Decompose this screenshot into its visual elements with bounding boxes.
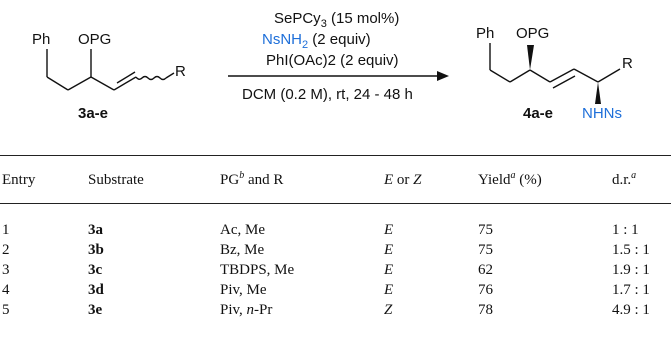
header-pg-r: PGb and R bbox=[220, 170, 283, 190]
table-row: 1 3a Ac, Me E 75 1 : 1 bbox=[0, 220, 671, 240]
product-r: R bbox=[622, 55, 633, 72]
header-ez: E or Z bbox=[384, 172, 422, 188]
header-yield-unit: (%) bbox=[519, 172, 542, 188]
product-nhns: NHNs bbox=[582, 105, 622, 122]
header-dr-text: d.r. bbox=[612, 172, 632, 188]
header-and-r: and R bbox=[247, 172, 284, 188]
reactant-ph: Ph bbox=[32, 31, 50, 48]
condition-catalyst: SePCy3 (15 mol%) bbox=[274, 10, 399, 30]
cell-entry: 3 bbox=[2, 262, 10, 278]
cell-substrate: 3b bbox=[88, 242, 104, 258]
product-structure bbox=[489, 43, 621, 89]
table-header-rule bbox=[0, 203, 671, 204]
cell-yield: 78 bbox=[478, 302, 493, 318]
cell-entry: 2 bbox=[2, 242, 10, 258]
cell-yield: 75 bbox=[478, 242, 493, 258]
condition-solvent: DCM (0.2 M), rt, 24 - 48 h bbox=[242, 86, 413, 103]
cell-ez: E bbox=[384, 222, 394, 238]
reaction-scheme: Ph OPG R 3a-e SePCy3 (15 mol%) NsNH2 (2 … bbox=[32, 10, 633, 122]
header-yield-footnote: a bbox=[510, 170, 516, 181]
table-header-row: Entry Substrate PGb and R E or Z Yielda … bbox=[0, 170, 671, 190]
product-ph: Ph bbox=[476, 25, 494, 42]
product-wedge-nhns bbox=[595, 82, 601, 104]
cell-substrate: 3d bbox=[88, 282, 104, 298]
condition-oxidant: PhI(OAc)2 (2 equiv) bbox=[266, 52, 399, 69]
header-substrate: Substrate bbox=[88, 172, 144, 188]
cell-dr: 4.9 : 1 bbox=[612, 302, 650, 318]
cell-dr: 1.9 : 1 bbox=[612, 262, 650, 278]
table-top-rule bbox=[0, 155, 671, 156]
cell-pg-r: Piv, Me bbox=[220, 282, 267, 298]
cell-ez: E bbox=[384, 242, 394, 258]
cell-pg-r-suffix: -Pr bbox=[254, 302, 273, 318]
reactant-r: R bbox=[175, 63, 186, 80]
product-wedge-opg bbox=[527, 45, 534, 70]
header-dr: d.r.a bbox=[612, 170, 636, 190]
cell-substrate: 3a bbox=[88, 222, 103, 238]
cell-entry: 5 bbox=[2, 302, 10, 318]
reactant-opg: OPG bbox=[78, 31, 111, 48]
cell-pg-r: Ac, Me bbox=[220, 222, 265, 238]
cell-yield: 76 bbox=[478, 282, 493, 298]
cell-pg-r-prefix: Piv, bbox=[220, 302, 247, 318]
reactant-label: 3a-e bbox=[78, 105, 108, 122]
header-pg-footnote: b bbox=[239, 170, 245, 181]
header-pg: PG bbox=[220, 172, 240, 188]
cell-entry: 1 bbox=[2, 222, 10, 238]
header-yield: Yielda (%) bbox=[478, 170, 542, 190]
cell-yield: 62 bbox=[478, 262, 493, 278]
cell-pg-r: TBDPS, Me bbox=[220, 262, 295, 278]
cell-dr: 1 : 1 bbox=[612, 222, 639, 238]
cell-dr: 1.5 : 1 bbox=[612, 242, 650, 258]
cell-pg-r: Bz, Me bbox=[220, 242, 265, 258]
cell-dr: 1.7 : 1 bbox=[612, 282, 650, 298]
cell-pg-r: Piv, n-Pr bbox=[220, 300, 272, 320]
table-row: 4 3d Piv, Me E 76 1.7 : 1 bbox=[0, 280, 671, 300]
header-yield-text: Yield bbox=[478, 172, 511, 188]
reactant-structure bbox=[46, 49, 175, 91]
cell-entry: 4 bbox=[2, 282, 10, 298]
table-row: 2 3b Bz, Me E 75 1.5 : 1 bbox=[0, 240, 671, 260]
cell-yield: 75 bbox=[478, 222, 493, 238]
header-dr-footnote: a bbox=[631, 170, 637, 181]
reaction-arrowhead bbox=[437, 71, 449, 81]
cell-substrate: 3e bbox=[88, 302, 103, 318]
table-row: 5 3e Piv, n-Pr Z 78 4.9 : 1 bbox=[0, 300, 671, 320]
product-label: 4a-e bbox=[523, 105, 553, 122]
cell-ez: Z bbox=[384, 302, 393, 318]
header-entry: Entry bbox=[2, 172, 36, 188]
cell-ez: E bbox=[384, 282, 394, 298]
table-row: 3 3c TBDPS, Me E 62 1.9 : 1 bbox=[0, 260, 671, 280]
product-opg: OPG bbox=[516, 25, 549, 42]
cell-substrate: 3c bbox=[88, 262, 103, 278]
cell-ez: E bbox=[384, 262, 394, 278]
cell-pg-r-italic: n bbox=[246, 302, 255, 318]
condition-nitrogen-source: NsNH2 (2 equiv) bbox=[262, 31, 371, 51]
